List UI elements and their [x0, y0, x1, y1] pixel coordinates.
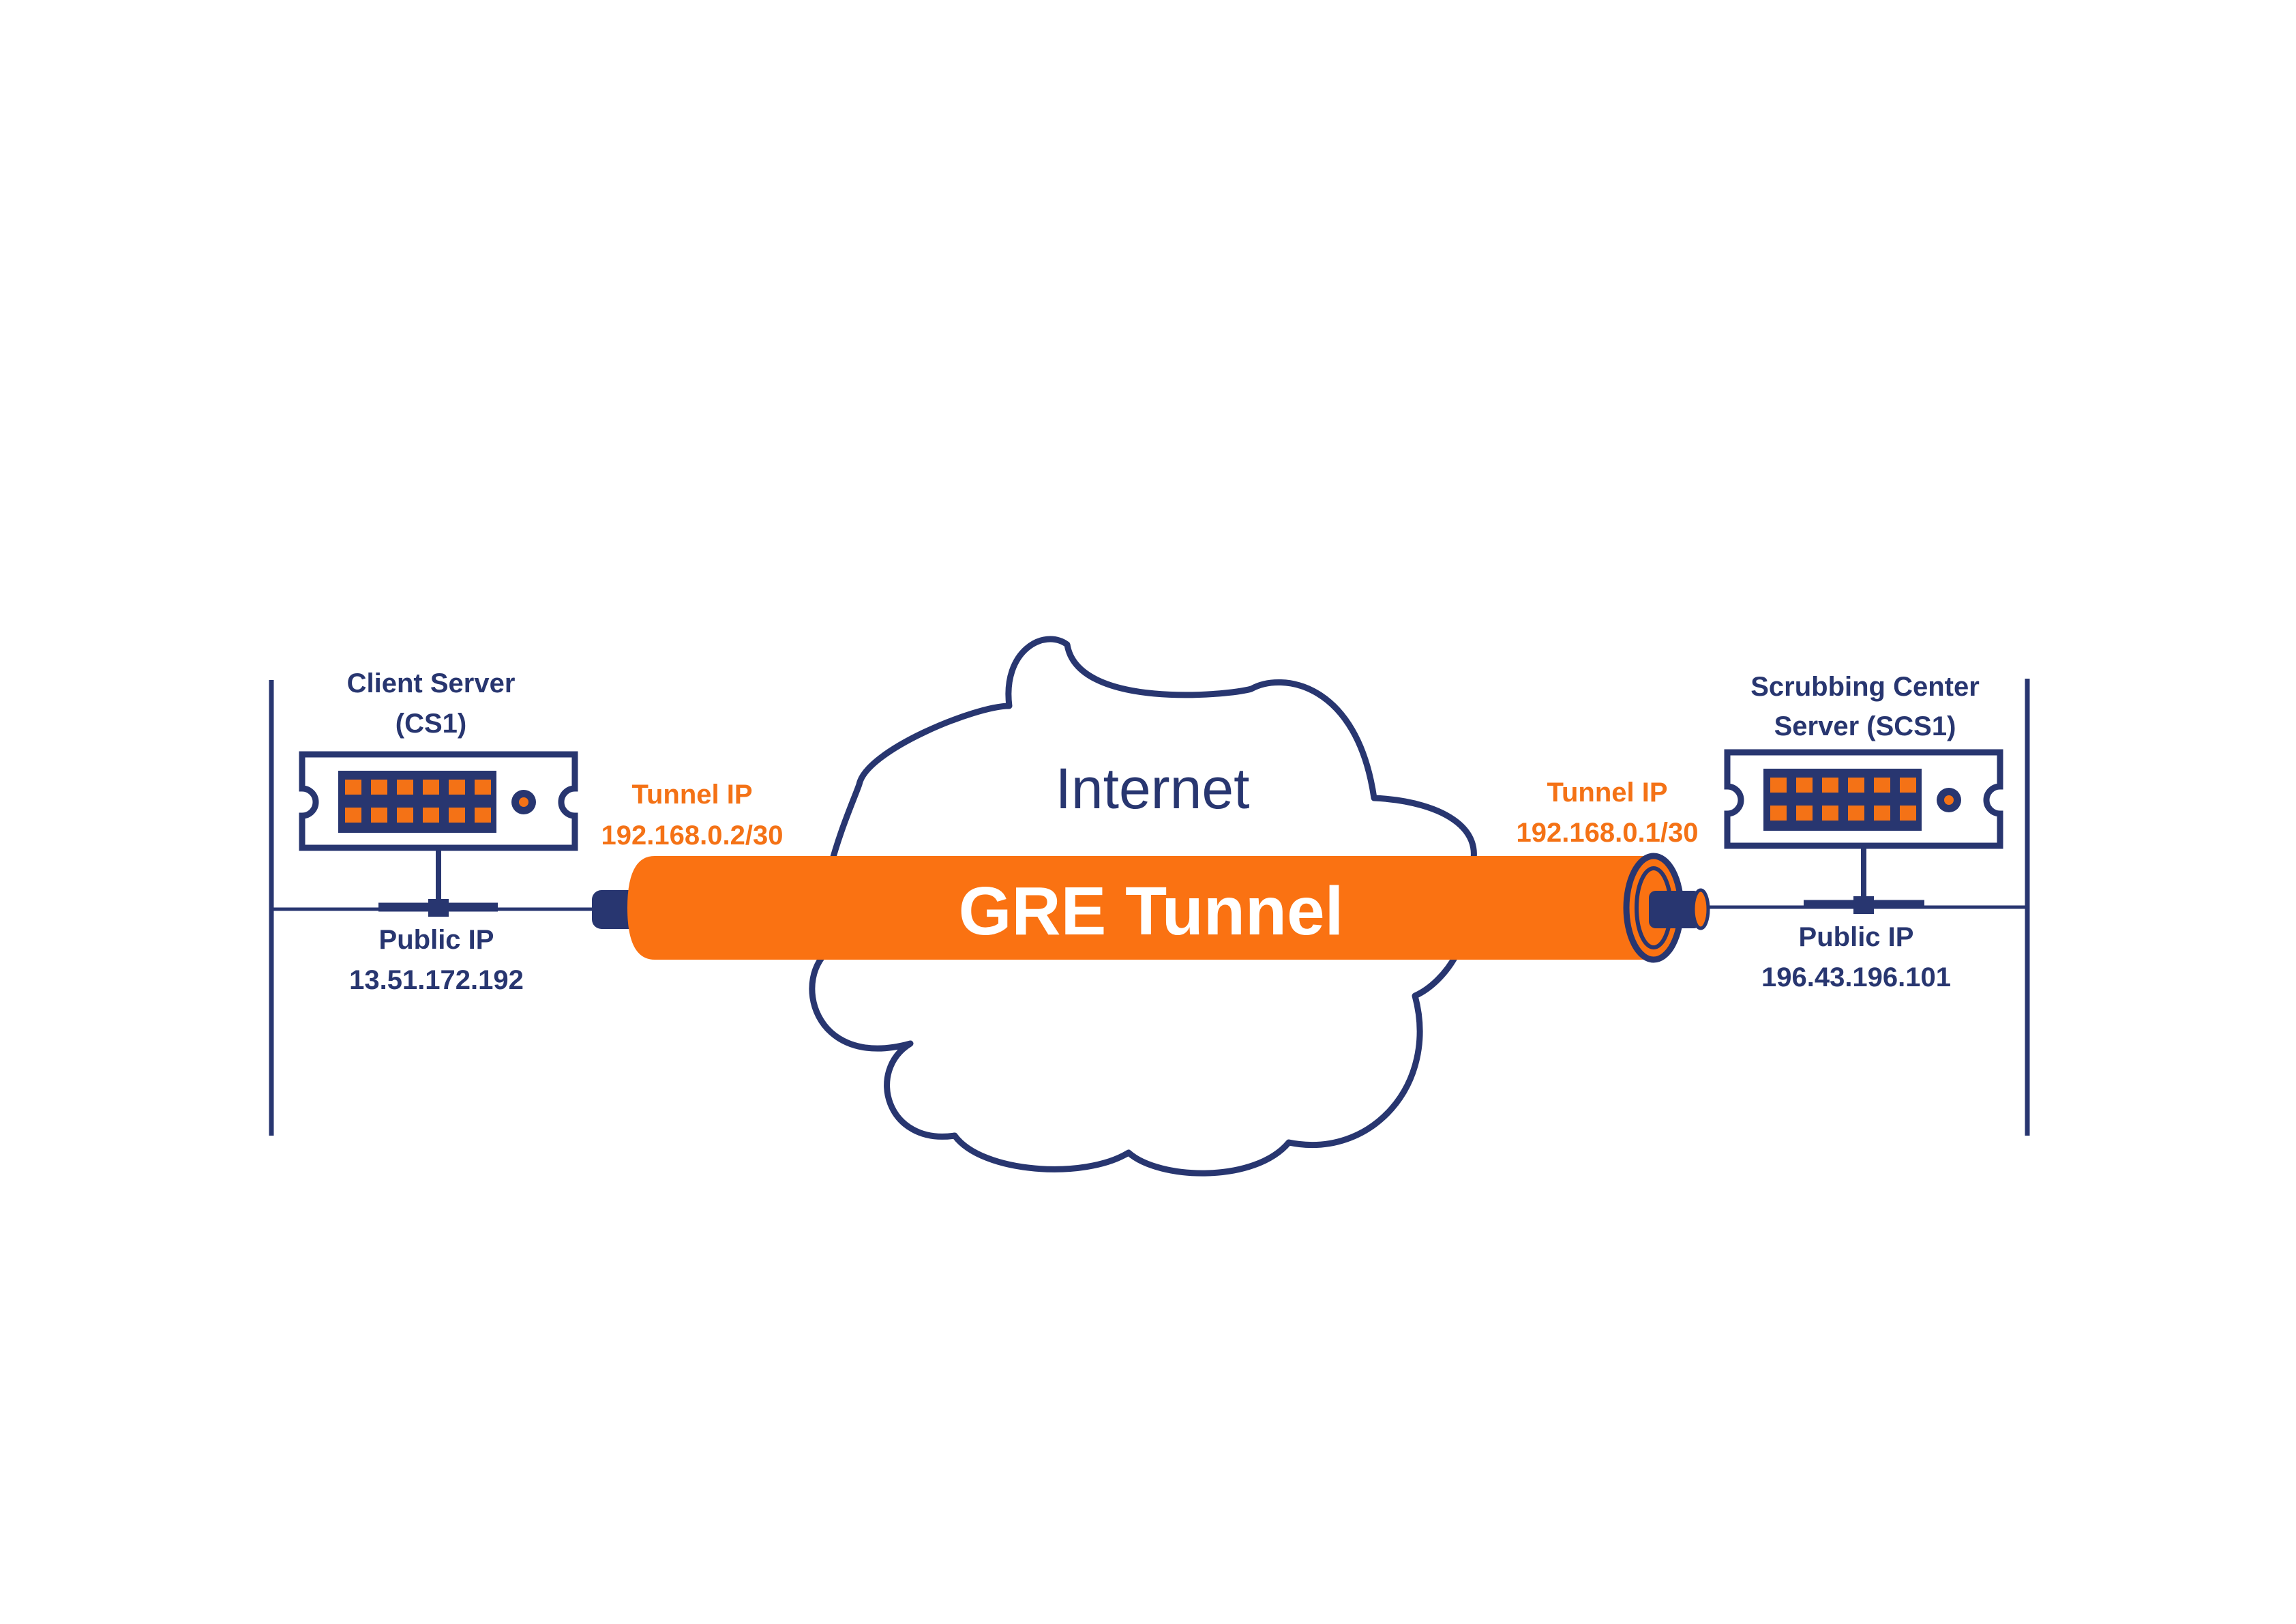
- server-port-panel: [1763, 769, 1922, 831]
- scrubbing-tunnel-ip: 192.168.0.1/30: [1517, 818, 1699, 848]
- client-public-ip: 13.51.172.192: [349, 965, 524, 995]
- tunnel-right-plug-tip: [1691, 888, 1710, 930]
- client-server-group: Client Server (CS1) Tunnel IP 192.168.0.…: [269, 668, 784, 1136]
- tunnel-label: GRE Tunnel: [959, 873, 1344, 949]
- right-tee-node: [1853, 896, 1874, 914]
- server-port-grid: [345, 780, 491, 823]
- client-tunnel-ip-label: Tunnel IP: [631, 780, 752, 810]
- scrubbing-name-line2: Server (SCS1): [1774, 711, 1956, 741]
- server-led-core: [519, 797, 528, 807]
- server-led-core: [1944, 795, 1954, 805]
- cloud-label: Internet: [1056, 756, 1250, 821]
- client-tunnel-ip: 192.168.0.2/30: [601, 821, 784, 851]
- gre-tunnel: GRE Tunnel: [592, 853, 1710, 963]
- client-name-line1: Client Server: [347, 668, 516, 698]
- scrubbing-public-ip-label: Public IP: [1799, 922, 1914, 952]
- server-port-panel: [338, 771, 496, 833]
- scrubbing-server-group: Scrubbing Center Server (SCS1) Tunnel IP…: [1517, 672, 2030, 1136]
- left-tee-node: [428, 899, 449, 917]
- server-icon: [299, 751, 578, 851]
- tunnel-right-plug: [1649, 891, 1701, 928]
- client-public-ip-label: Public IP: [379, 925, 494, 955]
- server-port-grid: [1770, 778, 1916, 821]
- server-icon: [1724, 749, 2003, 849]
- scrubbing-tunnel-ip-label: Tunnel IP: [1547, 778, 1667, 808]
- scrubbing-name-line1: Scrubbing Center: [1750, 672, 1980, 702]
- client-name-line2: (CS1): [396, 709, 466, 739]
- tunnel-body: [627, 856, 1654, 960]
- scrubbing-public-ip: 196.43.196.101: [1761, 962, 1951, 992]
